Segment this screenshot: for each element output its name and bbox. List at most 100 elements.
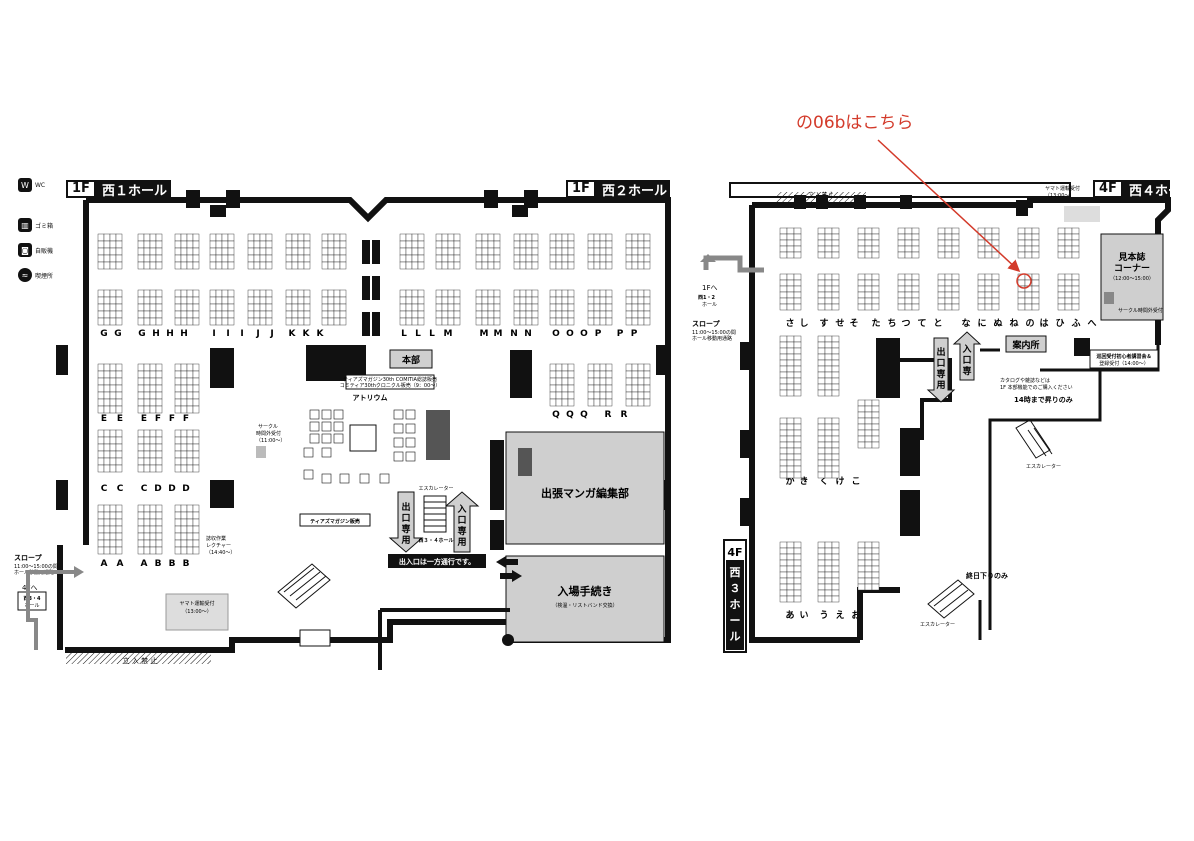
booth xyxy=(155,317,163,326)
booth xyxy=(265,289,273,298)
booth xyxy=(493,240,501,249)
wc-icon: W xyxy=(18,178,32,192)
booth xyxy=(786,359,795,367)
booth xyxy=(435,240,443,249)
booth xyxy=(103,429,111,438)
booth xyxy=(567,254,575,263)
booth xyxy=(951,297,960,305)
booth xyxy=(824,341,833,349)
booth xyxy=(793,459,802,467)
booth xyxy=(831,383,840,391)
booth xyxy=(180,370,188,379)
booth xyxy=(991,227,1000,235)
booth xyxy=(97,539,105,548)
booth xyxy=(399,289,407,298)
booth xyxy=(109,261,117,270)
booth xyxy=(103,532,111,541)
svg-text:ル: ル xyxy=(730,630,741,643)
booth xyxy=(567,398,575,407)
booth xyxy=(519,317,527,326)
booth xyxy=(180,525,188,534)
booth xyxy=(1017,291,1026,299)
booth xyxy=(143,391,151,400)
booth xyxy=(215,247,223,256)
booth xyxy=(513,254,521,263)
row-letter: E xyxy=(141,414,147,424)
booth xyxy=(824,297,833,305)
booth xyxy=(174,370,182,379)
booth xyxy=(155,457,163,466)
booth xyxy=(447,310,455,319)
booth xyxy=(937,285,946,293)
booth xyxy=(605,296,613,305)
booth xyxy=(149,450,157,459)
booth xyxy=(786,459,795,467)
booth xyxy=(174,384,182,393)
booth xyxy=(209,233,217,242)
booth xyxy=(631,370,639,379)
booth xyxy=(441,303,449,312)
booth xyxy=(149,254,157,263)
booth xyxy=(599,391,607,400)
booth xyxy=(265,247,273,256)
booth xyxy=(109,436,117,445)
booth xyxy=(824,447,833,455)
booth xyxy=(593,289,601,298)
row-letter: M xyxy=(480,329,489,339)
row-letter: K xyxy=(303,329,311,339)
booth xyxy=(149,546,157,555)
booth xyxy=(180,546,188,555)
booth xyxy=(793,245,802,253)
booth xyxy=(824,233,833,241)
booth xyxy=(817,447,826,455)
booth xyxy=(192,539,200,548)
booth xyxy=(897,291,906,299)
booth xyxy=(513,247,521,256)
row-letter: か xyxy=(785,476,794,487)
booth xyxy=(103,289,111,298)
booth xyxy=(897,227,906,235)
booth xyxy=(137,464,145,473)
first-time-label: 巡回受付初心者講習会＆ xyxy=(1095,353,1151,360)
booth xyxy=(864,559,873,567)
lecture-time: （14:40〜） xyxy=(206,550,235,556)
booth xyxy=(831,423,840,431)
booth xyxy=(453,296,461,305)
booth xyxy=(587,261,595,270)
booth xyxy=(779,429,788,437)
booth xyxy=(549,398,557,407)
row-letter: あ xyxy=(785,610,794,621)
atrium-booth xyxy=(333,421,344,432)
yamato-label-4f: ヤマト運輸受付 xyxy=(1045,185,1080,192)
slope-label-1f: スロープ xyxy=(14,553,43,562)
row-letter: く xyxy=(819,476,828,487)
booth xyxy=(793,303,802,311)
booth xyxy=(786,541,795,549)
row-letter: N xyxy=(510,329,518,339)
booth xyxy=(824,547,833,555)
booth xyxy=(864,303,873,311)
booth xyxy=(1071,251,1080,259)
booth xyxy=(180,504,188,513)
booth xyxy=(109,546,117,555)
booth xyxy=(453,254,461,263)
booth xyxy=(779,227,788,235)
booth xyxy=(327,303,335,312)
booth xyxy=(1057,285,1066,293)
booth xyxy=(97,457,105,466)
booth xyxy=(180,247,188,256)
booth xyxy=(155,247,163,256)
booth xyxy=(192,296,200,305)
booth xyxy=(399,317,407,326)
booth xyxy=(1071,285,1080,293)
booth xyxy=(864,297,873,305)
booth xyxy=(115,457,123,466)
atrium-info-board xyxy=(426,410,450,460)
booth xyxy=(824,429,833,437)
booth xyxy=(192,289,200,298)
booth xyxy=(115,384,123,393)
row-letter: さ xyxy=(785,318,794,329)
booth xyxy=(411,317,419,326)
booth xyxy=(793,341,802,349)
booth xyxy=(525,296,533,305)
